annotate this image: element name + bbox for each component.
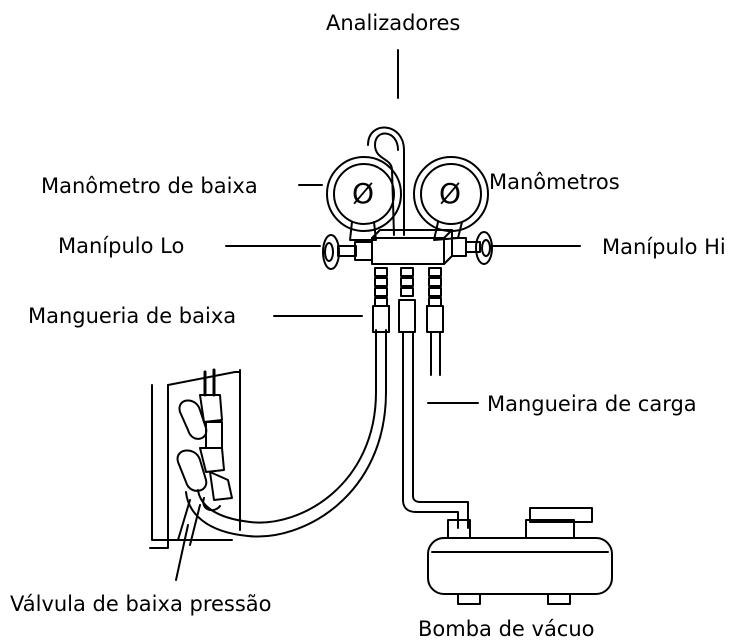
- label-low-gauge: Manômetro de baixa: [41, 174, 258, 198]
- hanging-hook: [367, 126, 405, 236]
- vacuum-pump: [427, 507, 613, 605]
- label-high-handle: Manípulo Hi: [602, 235, 726, 259]
- label-analyzers: Analizadores: [326, 11, 461, 35]
- high-gauge: [413, 156, 489, 241]
- leader-low-valve: [175, 524, 189, 581]
- service-valve-panel: [149, 368, 241, 549]
- manifold-body: [322, 229, 493, 270]
- label-vacuum-pump: Bomba de vácuo: [418, 617, 595, 641]
- hose-fittings: [372, 267, 444, 333]
- label-gauges: Manômetros: [489, 170, 620, 194]
- low-pressure-valve: [176, 394, 233, 512]
- high-gauge-dial-symbol: Ø: [439, 177, 462, 210]
- low-gauge: [326, 156, 402, 241]
- label-charge-hose: Mangueira de carga: [487, 392, 697, 416]
- leader-lines: [175, 49, 581, 581]
- label-low-hose: Mangueria de baixa: [28, 304, 237, 328]
- hoses: [177, 329, 469, 546]
- label-low-pressure-valve: Válvula de baixa pressão: [10, 592, 272, 616]
- label-low-handle: Manípulo Lo: [58, 234, 185, 258]
- low-gauge-dial-symbol: Ø: [352, 177, 375, 210]
